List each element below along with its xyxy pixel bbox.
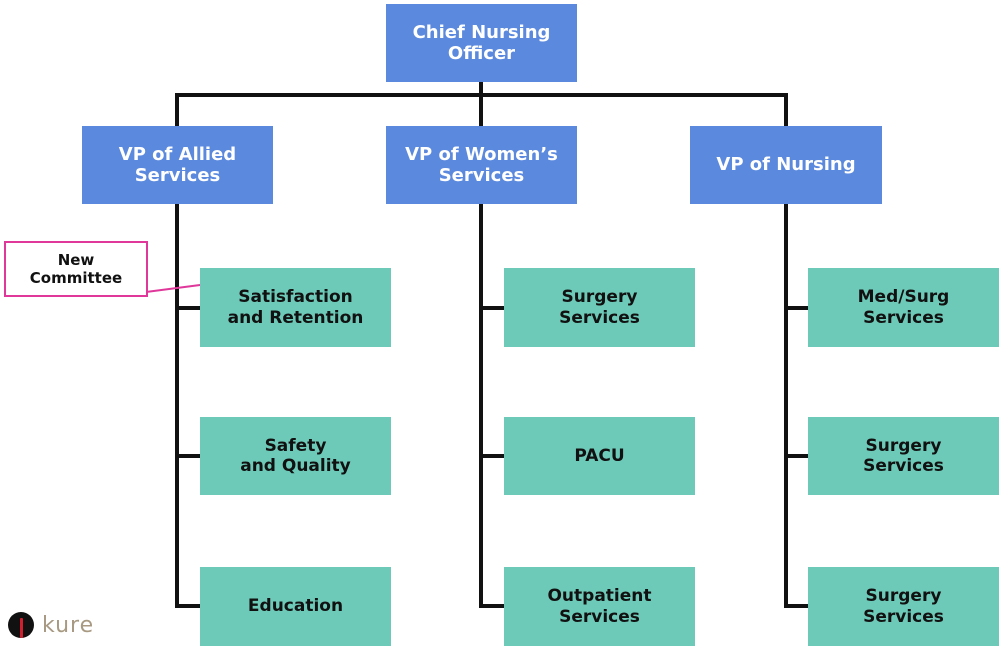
education-label: Education (247, 596, 344, 617)
satisfaction-retention-box: Satisfaction and Retention (200, 268, 391, 347)
surgery-services-nursing-box: Surgery Services (808, 417, 999, 495)
vp-womens-services-label: VP of Women’s Services (405, 143, 558, 186)
pacu-label: PACU (574, 445, 625, 466)
new-committee-callout: New Committee (4, 241, 148, 297)
safety-quality-box: Safety and Quality (200, 417, 391, 495)
kure-logo-text: kure (42, 612, 95, 638)
kure-logo-icon (8, 612, 34, 638)
surgery-services-nursing-2-box: Surgery Services (808, 567, 999, 646)
surgery-services-nursing-label: Surgery Services (863, 435, 944, 476)
chief-nursing-officer-box: Chief Nursing Officer (386, 4, 577, 82)
vp-nursing-label: VP of Nursing (716, 154, 856, 176)
surgery-services-womens-label: Surgery Services (559, 287, 640, 328)
satisfaction-retention-label: Satisfaction and Retention (227, 287, 364, 328)
med-surg-services-label: Med/Surg Services (857, 287, 950, 328)
pacu-box: PACU (504, 417, 695, 495)
vp-nursing-box: VP of Nursing (690, 126, 882, 204)
outpatient-services-box: Outpatient Services (504, 567, 695, 646)
education-box: Education (200, 567, 391, 646)
kure-logo: kure (8, 612, 94, 638)
vp-womens-services-box: VP of Women’s Services (386, 126, 577, 204)
surgery-services-womens-box: Surgery Services (504, 268, 695, 347)
safety-quality-label: Safety and Quality (240, 435, 351, 476)
outpatient-services-label: Outpatient Services (547, 586, 652, 627)
new-committee-label: New Committee (29, 251, 123, 287)
chief-nursing-officer-label: Chief Nursing Officer (412, 21, 551, 64)
surgery-services-nursing-2-label: Surgery Services (863, 586, 944, 627)
med-surg-services-box: Med/Surg Services (808, 268, 999, 347)
vp-allied-services-label: VP of Allied Services (118, 143, 237, 186)
vp-allied-services-box: VP of Allied Services (82, 126, 273, 204)
callout-pointer (145, 284, 201, 293)
